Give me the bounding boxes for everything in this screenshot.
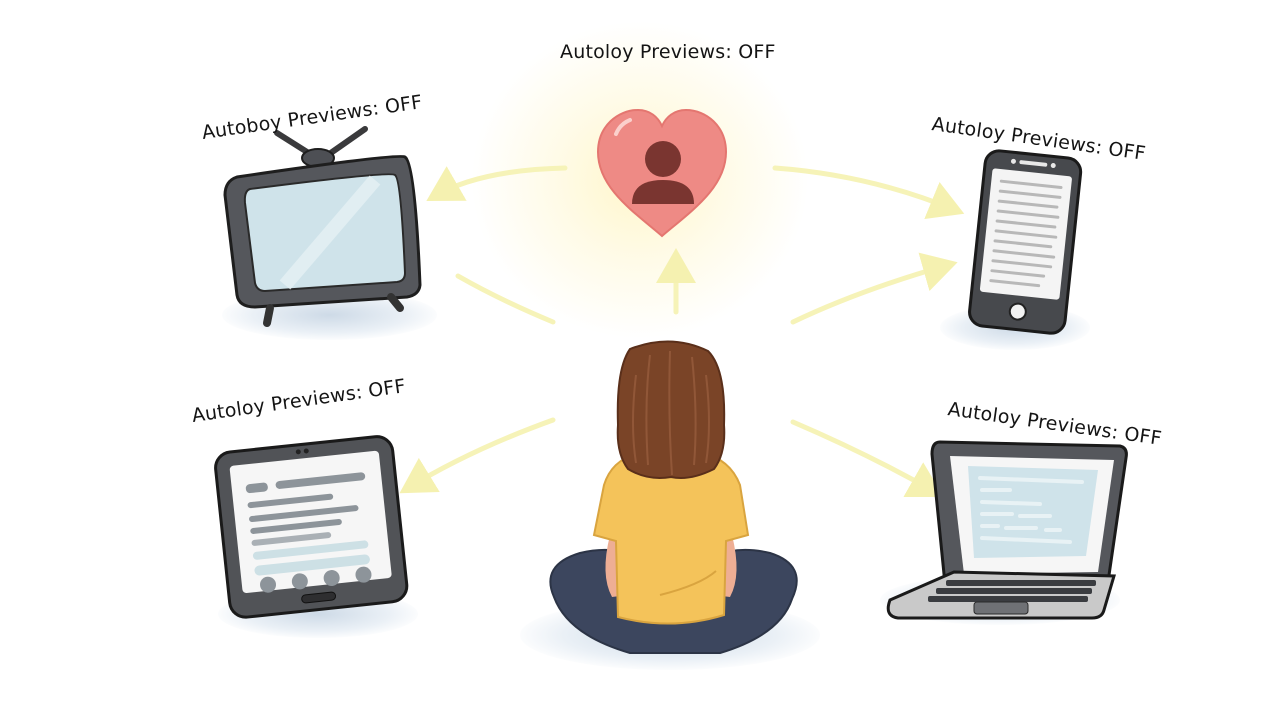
arrow-heart-to-tv [426, 165, 568, 201]
retro-tv-icon [215, 125, 440, 330]
arrow-person-to-phone [790, 252, 958, 325]
seated-person-back-view [540, 335, 802, 665]
heart-with-person-icon [592, 104, 732, 244]
smartphone-icon [955, 148, 1095, 338]
arrow-person-to-tablet [399, 417, 556, 494]
tablet-icon [210, 430, 410, 620]
arrow-heart-to-phone [772, 165, 965, 219]
arrow-person-to-laptop [790, 419, 944, 498]
center-autoplay-label: Autoloy Previews: OFF [560, 41, 776, 63]
arrow-person-to-tv [455, 273, 556, 325]
laptop-icon [870, 432, 1130, 627]
